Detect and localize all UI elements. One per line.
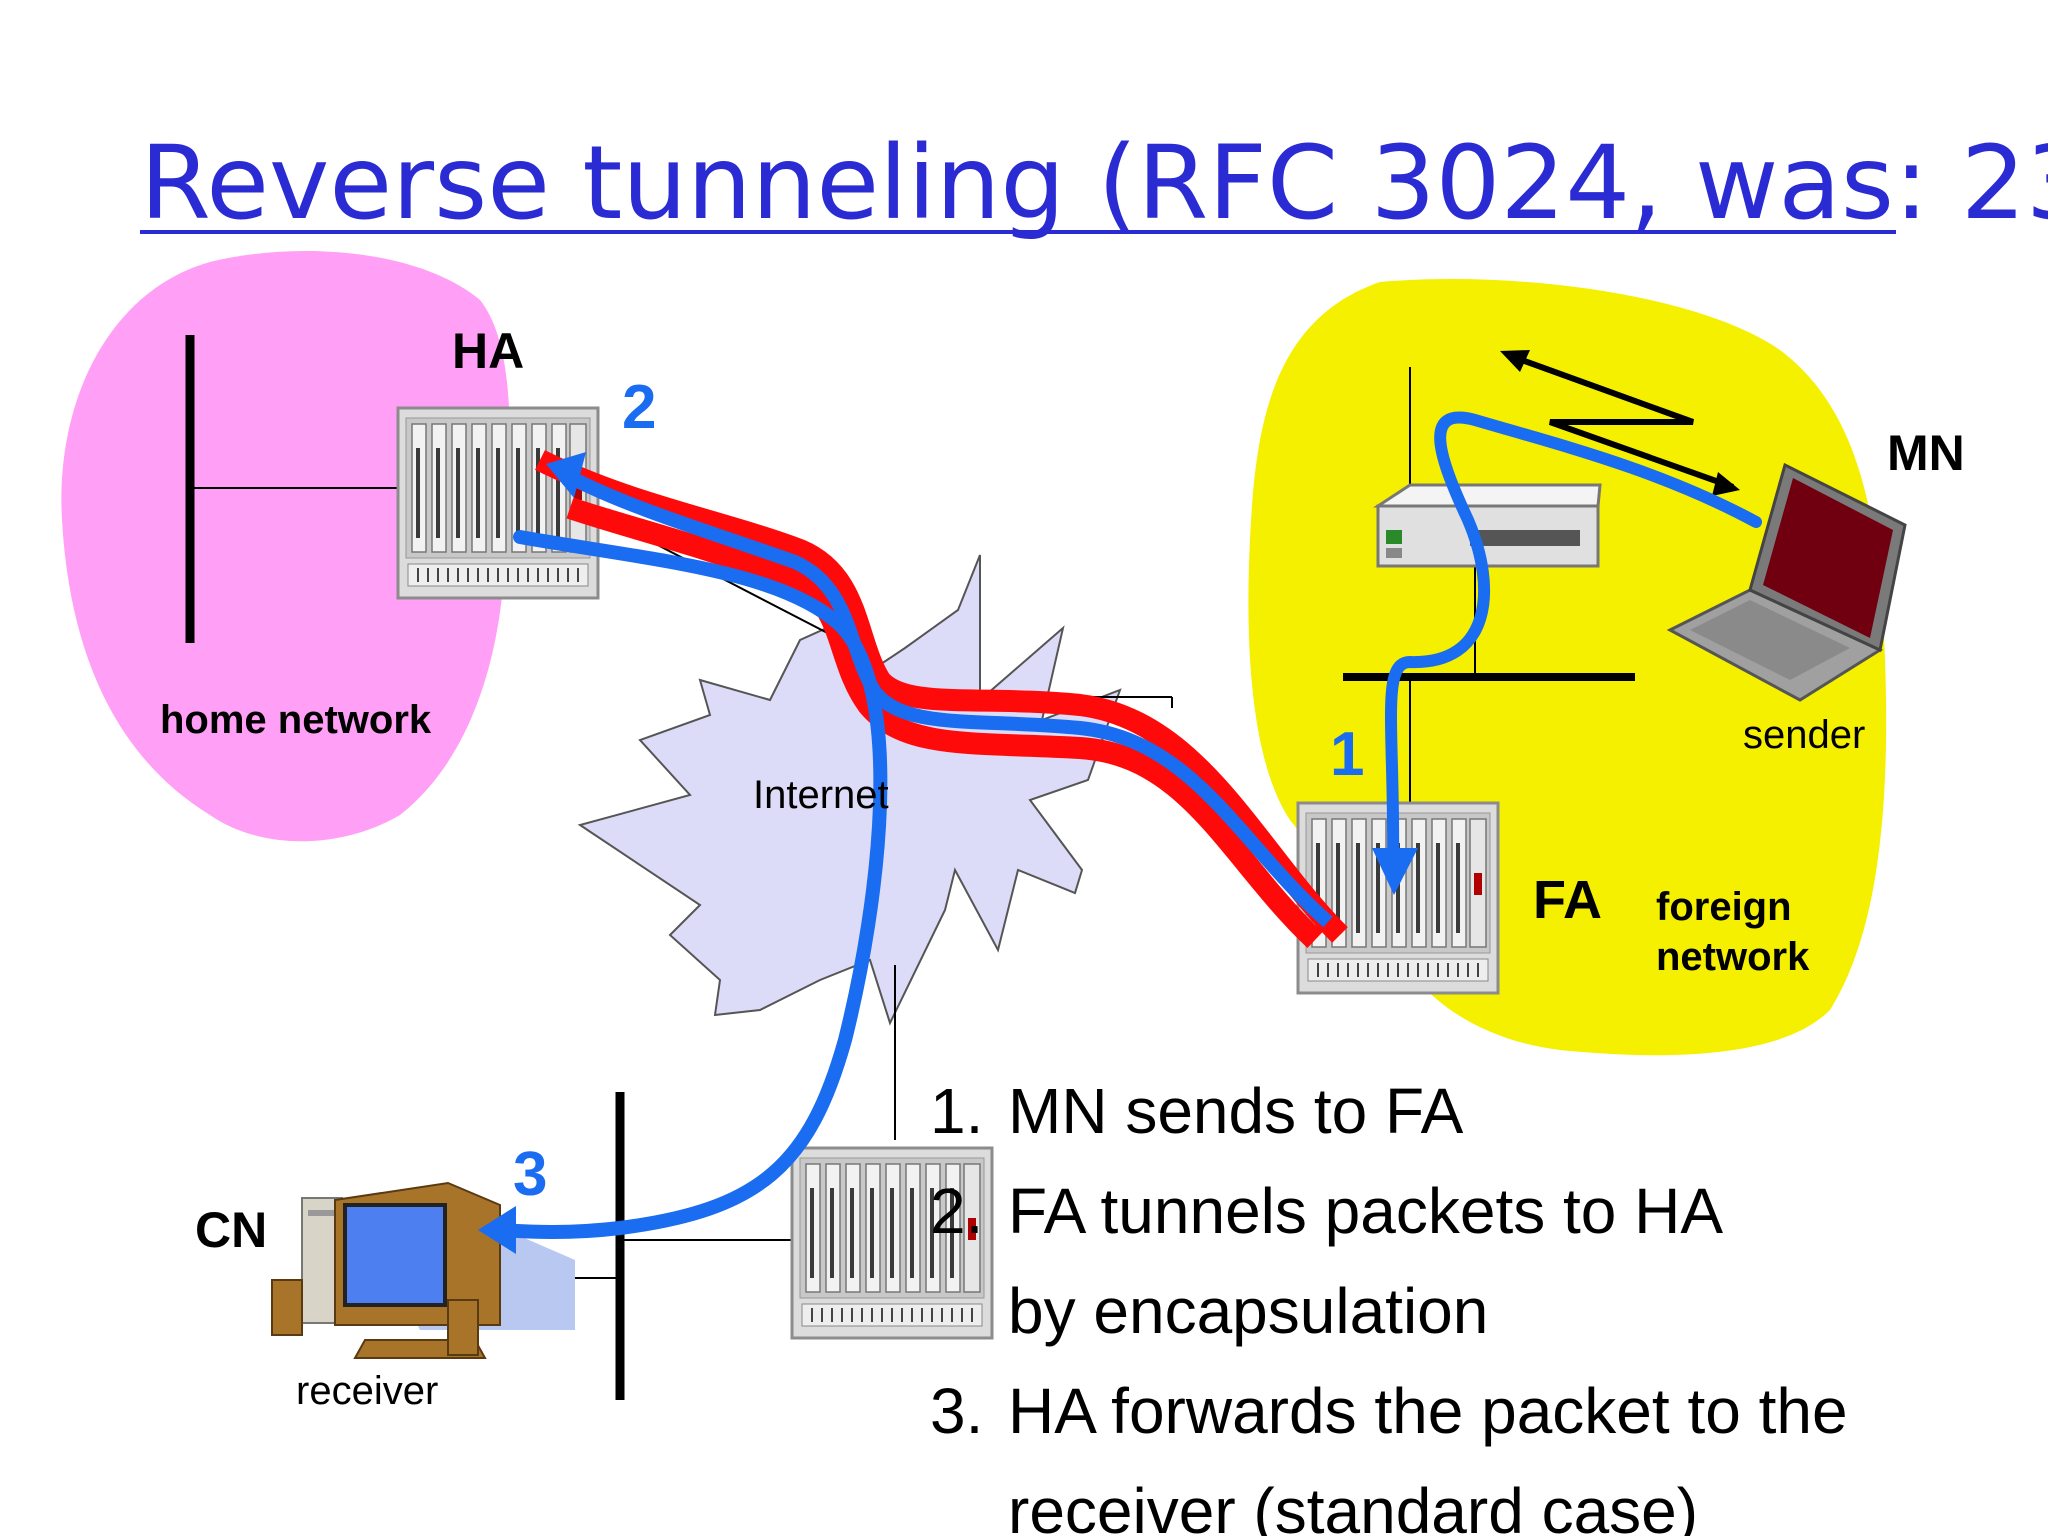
foreign-network-label-line1: foreign xyxy=(1656,885,1792,929)
internet-cloud xyxy=(577,554,1122,1026)
cn-arrowhead xyxy=(478,1206,516,1254)
fa-label: FA xyxy=(1533,870,1602,930)
step-marker-2: 2 xyxy=(622,373,656,442)
wireless-arrowhead-right xyxy=(1712,472,1740,496)
step-3-text-line1: HA forwards the packet to the xyxy=(1008,1375,1848,1447)
wireless-link-icon xyxy=(1506,352,1735,490)
tunnel-arrowhead-ha xyxy=(546,452,586,498)
step-2-text-line2: by encapsulation xyxy=(1008,1275,1488,1347)
sender-label: sender xyxy=(1743,713,1865,757)
fa-arrowhead xyxy=(1372,848,1418,895)
wireless-arrowhead-left xyxy=(1500,350,1530,372)
page-title: Reverse tunneling (RFC 3024, was: 2344) xyxy=(140,124,2048,243)
steps-list: 1. MN sends to FA 2. FA tunnels packets … xyxy=(930,1075,1848,1536)
home-network-label: home network xyxy=(160,698,432,742)
ha-router-icon xyxy=(396,406,600,600)
access-point-icon xyxy=(1372,483,1602,568)
step-marker-3: 3 xyxy=(513,1140,547,1209)
ha-to-cn-flow xyxy=(493,530,888,1239)
step-3-text-line2: receiver (standard case) xyxy=(1008,1475,1698,1536)
home-network-area xyxy=(61,250,510,842)
mn-laptop-icon xyxy=(1666,462,1907,702)
step-3-number: 3. xyxy=(930,1375,983,1447)
internet-label: Internet xyxy=(753,773,889,817)
ha-label: HA xyxy=(452,323,524,379)
step-1-number: 1. xyxy=(930,1075,983,1147)
receiver-label: receiver xyxy=(296,1369,438,1413)
foreign-network-label-line2: network xyxy=(1656,935,1810,979)
tunneled-packet-flow xyxy=(568,471,1333,928)
mn-to-fa-flow xyxy=(1385,411,1762,876)
mn-label: MN xyxy=(1887,425,1965,481)
step-2-number: 2. xyxy=(930,1175,983,1247)
tunnel-red-outer xyxy=(535,450,1348,943)
cn-computer-icon xyxy=(271,1181,575,1359)
step-2-text-line1: FA tunnels packets to HA xyxy=(1008,1175,1723,1247)
step-1-text: MN sends to FA xyxy=(1008,1075,1464,1147)
cn-label: CN xyxy=(195,1202,267,1258)
step-marker-1: 1 xyxy=(1330,720,1364,789)
